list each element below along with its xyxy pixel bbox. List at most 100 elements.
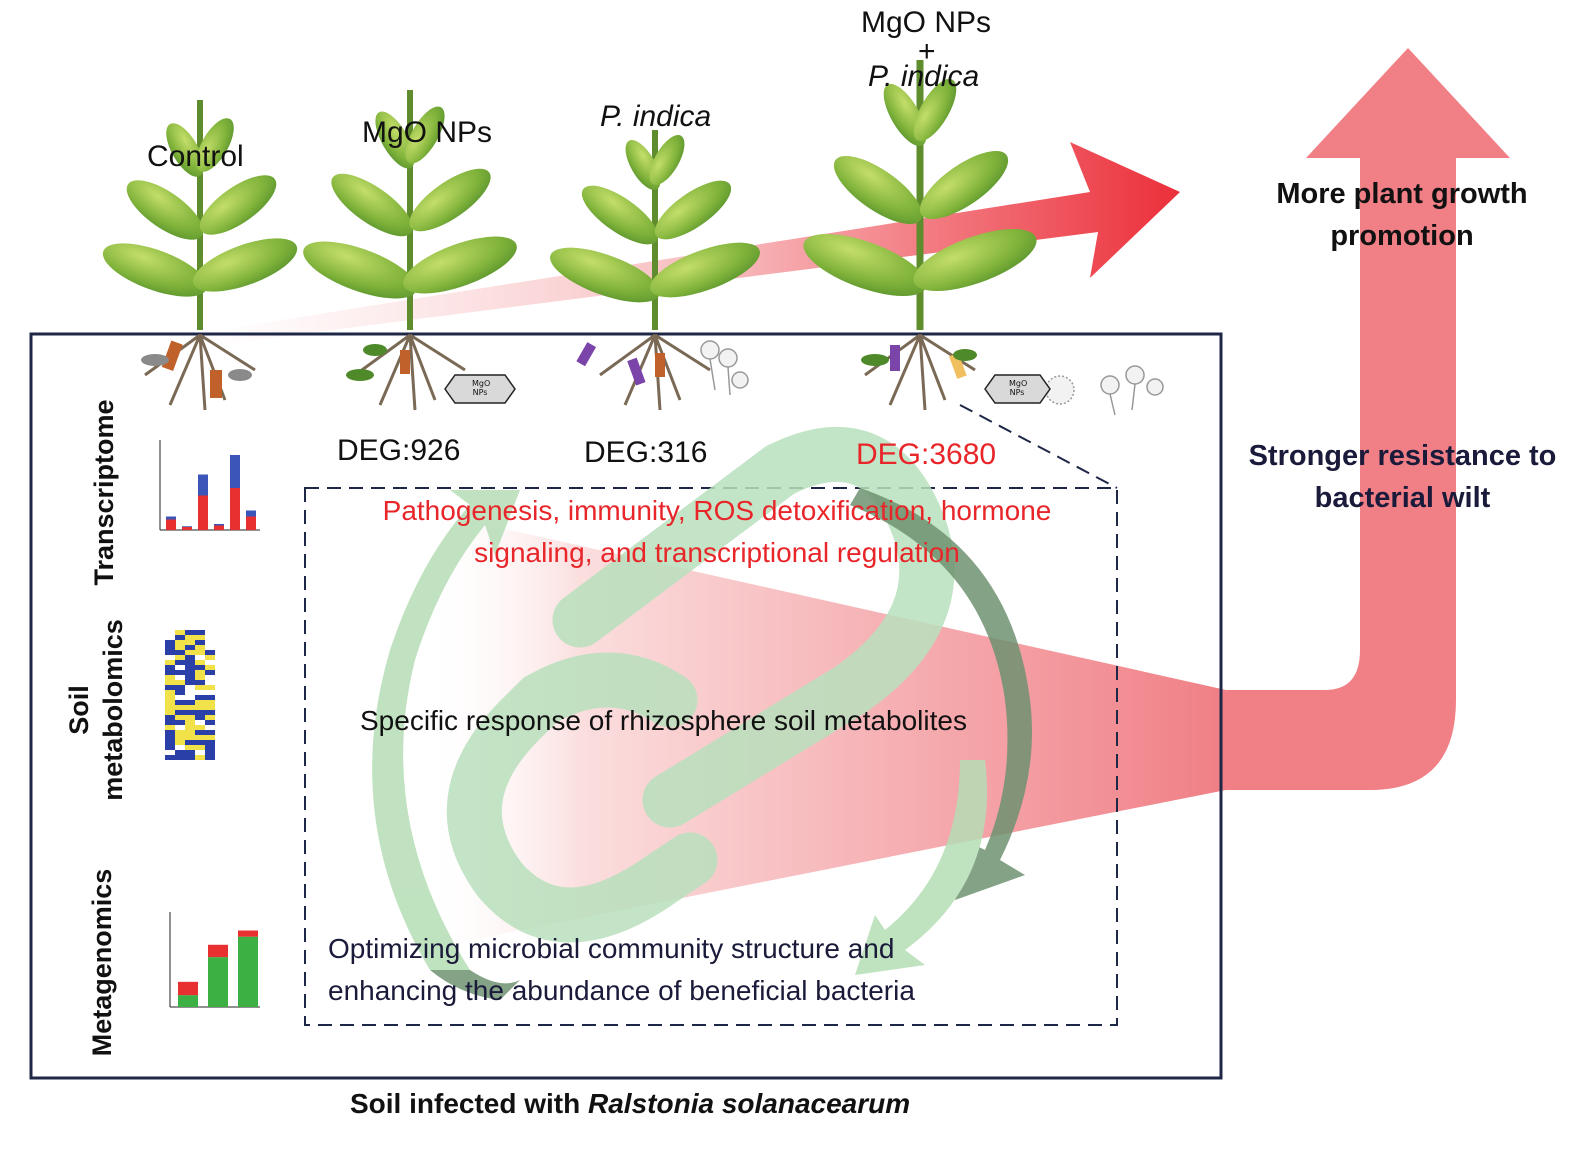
- heatmap-cell: [205, 650, 215, 655]
- heatmap-cell: [185, 670, 195, 675]
- heatmap-cell: [185, 680, 195, 685]
- heatmap-cell: [205, 725, 215, 730]
- plant-icon: [803, 60, 1037, 330]
- heatmap-cell: [165, 660, 175, 665]
- heatmap-cell: [165, 715, 175, 720]
- heatmap-cell: [205, 735, 215, 740]
- heatmap-cell: [205, 690, 215, 695]
- heatmap-cell: [185, 645, 195, 650]
- heatmap-cell: [175, 680, 185, 685]
- heatmap-cell: [205, 755, 215, 760]
- mechanism-microbes: Optimizing microbial community structure…: [328, 933, 915, 1006]
- heatmap-cell: [165, 730, 175, 735]
- heatmap-cell: [205, 740, 215, 745]
- omics-label-transcriptome: Transcriptome: [89, 399, 119, 586]
- root-icon: [861, 333, 977, 411]
- heatmap-cell: [165, 675, 175, 680]
- treatment-label-pindica: P. indica: [600, 100, 712, 133]
- heatmap-cell: [185, 660, 195, 665]
- heatmap-cell: [195, 640, 205, 645]
- heatmap-cell: [175, 710, 185, 715]
- heatmap-cell: [175, 755, 185, 760]
- heatmap-cell: [205, 655, 215, 660]
- dem-bar-up: [208, 957, 228, 1007]
- mechanism-transcriptome: Pathogenesis, immunity, ROS detoxificati…: [382, 495, 1052, 568]
- heatmap-cell: [195, 740, 205, 745]
- heatmap-cell: [175, 660, 185, 665]
- heatmap-cell: [195, 725, 205, 730]
- heatmap-cell: [175, 655, 185, 660]
- heatmap-cell: [185, 755, 195, 760]
- heatmap-cell: [185, 685, 195, 690]
- root-icon: [141, 333, 256, 411]
- deg-bar-down: [230, 488, 240, 530]
- heatmap-cell: [175, 685, 185, 690]
- heatmap-cell: [205, 750, 215, 755]
- heatmap-cell: [175, 740, 185, 745]
- soil-frame: [29, 332, 1223, 1080]
- heatmap-cell: [205, 695, 215, 700]
- heatmap-cell: [185, 675, 195, 680]
- heatmap-cell: [205, 670, 215, 675]
- heatmap-cell: [185, 735, 195, 740]
- heatmap-cell: [185, 715, 195, 720]
- heatmap-cell: [205, 645, 215, 650]
- heatmap-cell: [205, 720, 215, 725]
- heatmap-cell: [185, 665, 195, 670]
- mechanism-metabolites: Specific response of rhizosphere soil me…: [360, 705, 967, 736]
- heatmap-cell: [165, 700, 175, 705]
- heatmap-cell: [175, 700, 185, 705]
- heatmap-cell: [195, 750, 205, 755]
- plant-icon: [550, 130, 760, 330]
- heatmap-cell: [195, 720, 205, 725]
- heatmap-cell: [195, 630, 205, 635]
- metagenomics-dem-chart: [169, 912, 260, 1008]
- transcriptome-deg-chart: [159, 440, 260, 531]
- heatmap-cell: [165, 680, 175, 685]
- deg-count-pindica: DEG:316: [584, 436, 708, 469]
- heatmap-cell: [185, 720, 195, 725]
- heatmap-cell: [165, 720, 175, 725]
- heatmap-cell: [175, 670, 185, 675]
- dem-bar-up: [238, 936, 258, 1007]
- heatmap-cell: [165, 630, 175, 635]
- heatmap-cell: [205, 715, 215, 720]
- heatmap-cell: [165, 650, 175, 655]
- heatmap-cell: [205, 665, 215, 670]
- heatmap-cell: [195, 685, 205, 690]
- heatmap-cell: [205, 660, 215, 665]
- heatmap-cell: [165, 710, 175, 715]
- heatmap-cell: [175, 675, 185, 680]
- heatmap-cell: [175, 705, 185, 710]
- heatmap-cell: [165, 725, 175, 730]
- heatmap-cell: [185, 745, 195, 750]
- deg-bar-up: [198, 474, 208, 496]
- heatmap-cell: [165, 685, 175, 690]
- heatmap-cell: [205, 685, 215, 690]
- deg-count-combo: DEG:3680: [856, 438, 997, 471]
- heatmap-cell: [165, 695, 175, 700]
- heatmap-cell: [195, 700, 205, 705]
- heatmap-cell: [195, 655, 205, 660]
- deg-bar-down: [198, 495, 208, 530]
- soil-metabolomics-heatmap: [165, 630, 215, 760]
- treatment-label-combo-1: MgO NPs: [861, 6, 992, 39]
- footer-caption: Soil infected with Ralstonia solanacearu…: [350, 1088, 911, 1119]
- heatmap-cell: [165, 655, 175, 660]
- heatmap-cell: [185, 695, 195, 700]
- heatmap-cell: [165, 735, 175, 740]
- heatmap-cell: [165, 755, 175, 760]
- deg-bar-down: [182, 527, 192, 530]
- heatmap-cell: [185, 655, 195, 660]
- treatment-label-combo-plus: +: [918, 35, 936, 68]
- nanoparticle-badge-icon: [984, 374, 1051, 404]
- heatmap-cell: [195, 660, 205, 665]
- deg-count-mgo: DEG:926: [337, 434, 461, 467]
- heatmap-cell: [175, 650, 185, 655]
- heatmap-cell: [185, 750, 195, 755]
- heatmap-cell: [175, 745, 185, 750]
- deg-bar-up: [182, 526, 192, 527]
- heatmap-cell: [175, 735, 185, 740]
